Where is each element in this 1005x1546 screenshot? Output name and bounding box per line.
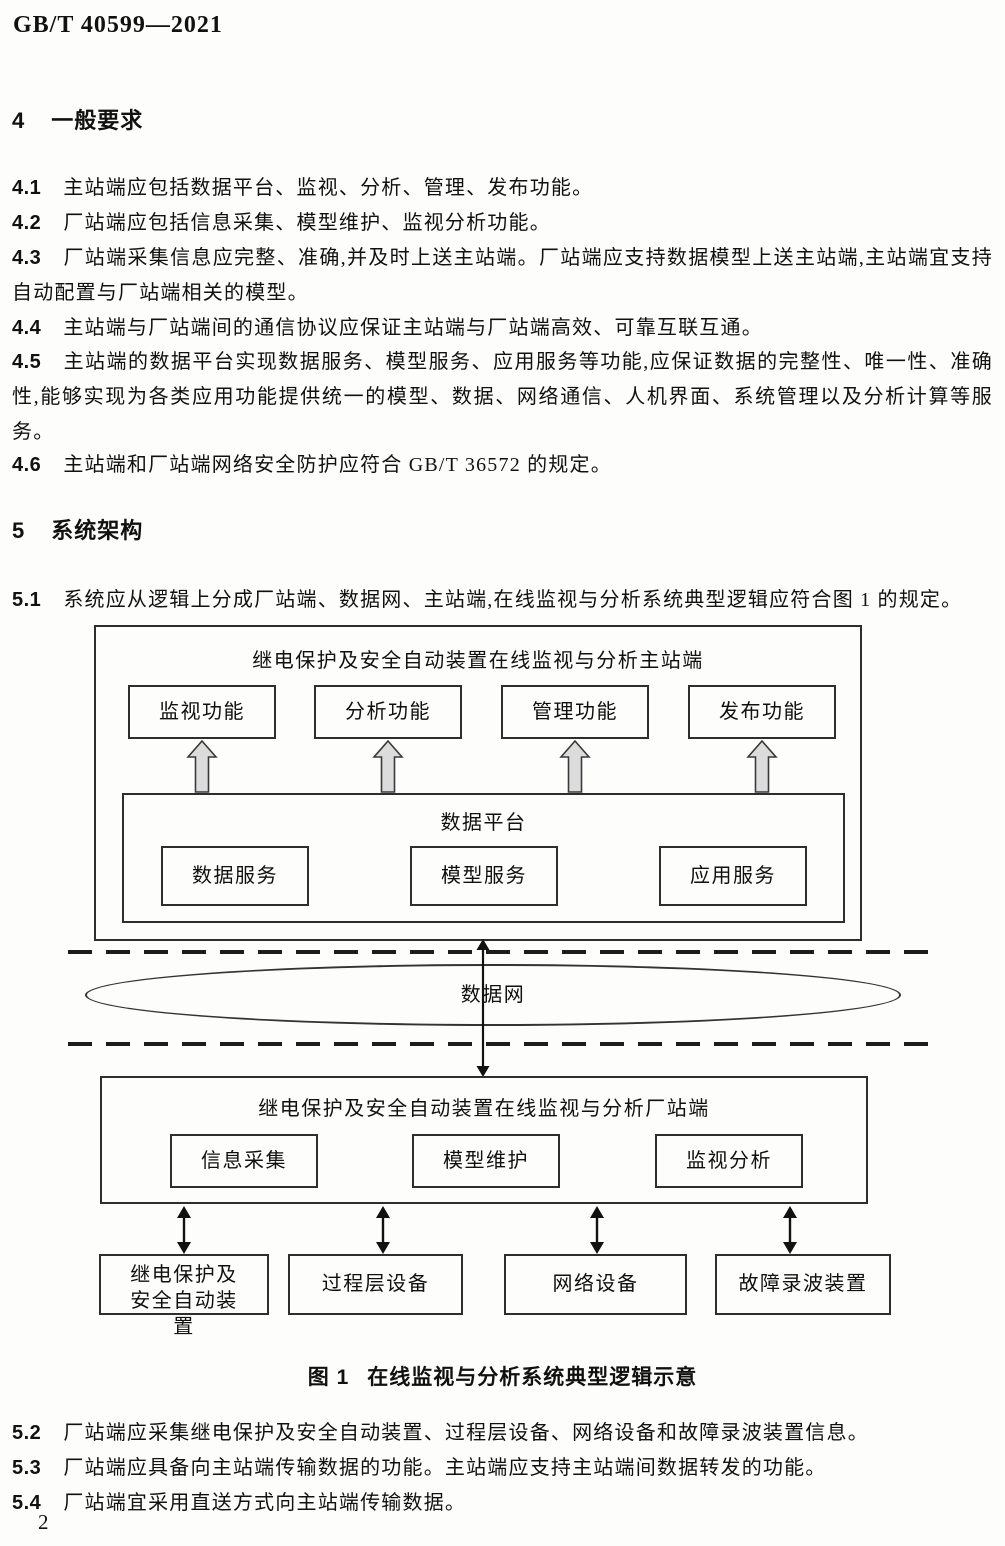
device-box-process-layer: 过程层设备 — [288, 1254, 463, 1315]
device-box-fault-recorder: 故障录波装置 — [715, 1254, 891, 1315]
clause-5-4: 5.4 厂站端宜采用直送方式向主站端传输数据。 — [12, 1486, 993, 1521]
clause-number: 4.6 — [12, 454, 42, 476]
function-box-monitor: 监视功能 — [128, 685, 276, 739]
clause-text: 主站端和厂站端网络安全防护应符合 GB/T 36572 的规定。 — [63, 454, 612, 476]
clause-5-1: 5.1 系统应从逻辑上分成厂站端、数据网、主站端,在线监视与分析系统典型逻辑应符合… — [12, 583, 993, 618]
clause-5-2: 5.2 厂站端应采集继电保护及安全自动装置、过程层设备、网络设备和故障录波装置信息… — [12, 1416, 993, 1451]
box-label: 过程层设备 — [321, 1273, 430, 1295]
standard-number-header: GB/T 40599—2021 — [13, 12, 223, 38]
block-up-arrow-icon — [186, 740, 218, 793]
box-label: 故障录波装置 — [738, 1273, 868, 1295]
clause-5-3: 5.3 厂站端应具备向主站端传输数据的功能。主站端应支持主站端间数据转发的功能。 — [12, 1451, 993, 1486]
clause-4-1: 4.1 主站端应包括数据平台、监视、分析、管理、发布功能。 — [12, 171, 993, 206]
page-number: 2 — [38, 1510, 49, 1534]
data-platform-title: 数据平台 — [440, 812, 527, 834]
figure-caption-label: 图 1 — [307, 1366, 350, 1389]
function-box-publish: 发布功能 — [688, 685, 836, 739]
clause-4-2: 4.2 厂站端应包括信息采集、模型维护、监视分析功能。 — [12, 206, 993, 241]
box-label: 管理功能 — [532, 701, 618, 723]
section-number: 5 — [12, 518, 26, 543]
clause-4-6: 4.6 主站端和厂站端网络安全防护应符合 GB/T 36572 的规定。 — [12, 448, 993, 483]
clause-number: 5.3 — [12, 1457, 42, 1479]
master-station-title: 继电保护及安全自动装置在线监视与分析主站端 — [252, 650, 704, 672]
section-title: 一般要求 — [51, 108, 144, 133]
clause-number: 4.2 — [12, 212, 42, 234]
clause-text: 主站端与厂站端间的通信协议应保证主站端与厂站端高效、可靠互联互通。 — [63, 317, 763, 339]
service-box-model: 模型服务 — [410, 846, 558, 906]
section-5-heading: 5 系统架构 — [12, 513, 993, 545]
data-network-ellipse — [85, 964, 901, 1026]
block-up-arrow-icon — [559, 740, 591, 793]
double-arrow-icon — [783, 1206, 797, 1254]
clause-number: 4.3 — [12, 247, 42, 269]
clause-number: 4.5 — [12, 351, 42, 373]
device-box-network: 网络设备 — [504, 1254, 687, 1315]
box-label: 应用服务 — [690, 865, 776, 887]
station-function-box-collect: 信息采集 — [170, 1134, 318, 1188]
clause-text: 厂站端应包括信息采集、模型维护、监视分析功能。 — [63, 212, 551, 234]
double-arrow-icon — [590, 1206, 604, 1254]
station-function-box-monitor: 监视分析 — [655, 1134, 803, 1188]
clause-text: 主站端的数据平台实现数据服务、模型服务、应用服务等功能,应保证数据的完整性、唯一… — [12, 351, 993, 443]
clause-number: 5.1 — [12, 589, 42, 611]
box-label: 数据服务 — [192, 865, 278, 887]
clause-number: 4.4 — [12, 317, 42, 339]
function-box-management: 管理功能 — [501, 685, 649, 739]
clause-text: 主站端应包括数据平台、监视、分析、管理、发布功能。 — [63, 177, 594, 199]
double-arrow-vertical-icon — [476, 939, 490, 1077]
box-label: 模型维护 — [443, 1150, 529, 1172]
clause-number: 4.1 — [12, 177, 42, 199]
section-number: 4 — [12, 108, 26, 133]
box-label: 分析功能 — [345, 701, 431, 723]
boundary-dashed-line-upper — [68, 950, 936, 954]
figure-caption-title: 在线监视与分析系统典型逻辑示意 — [367, 1366, 698, 1389]
box-label: 模型服务 — [441, 865, 527, 887]
station-function-box-model: 模型维护 — [412, 1134, 560, 1188]
box-label: 监视分析 — [686, 1150, 772, 1172]
station-side-title: 继电保护及安全自动装置在线监视与分析厂站端 — [258, 1098, 710, 1120]
boundary-dashed-line-lower — [68, 1042, 936, 1046]
box-label: 发布功能 — [719, 701, 805, 723]
device-box-protection-device: 继电保护及安全自动装置 — [99, 1254, 269, 1338]
clause-number: 5.2 — [12, 1422, 42, 1444]
clause-text: 厂站端采集信息应完整、准确,并及时上送主站端。厂站端应支持数据模型上送主站端,主… — [12, 247, 993, 304]
box-label: 监视功能 — [159, 701, 245, 723]
clause-text: 系统应从逻辑上分成厂站端、数据网、主站端,在线监视与分析系统典型逻辑应符合图 1… — [63, 589, 963, 611]
function-box-analysis: 分析功能 — [314, 685, 462, 739]
clause-text: 厂站端应采集继电保护及安全自动装置、过程层设备、网络设备和故障录波装置信息。 — [63, 1422, 869, 1444]
clause-4-4: 4.4 主站端与厂站端间的通信协议应保证主站端与厂站端高效、可靠互联互通。 — [12, 311, 993, 346]
clause-text: 厂站端宜采用直送方式向主站端传输数据。 — [63, 1492, 467, 1514]
double-arrow-icon — [177, 1206, 191, 1254]
box-label: 信息采集 — [201, 1150, 287, 1172]
service-box-application: 应用服务 — [659, 846, 807, 906]
data-network-label: 数据网 — [460, 984, 526, 1006]
block-up-arrow-icon — [372, 740, 404, 793]
clause-number: 5.4 — [12, 1492, 42, 1514]
section-title: 系统架构 — [51, 518, 144, 543]
section-4-heading: 4 一般要求 — [12, 103, 993, 135]
clause-text: 厂站端应具备向主站端传输数据的功能。主站端应支持主站端间数据转发的功能。 — [63, 1457, 827, 1479]
service-box-data: 数据服务 — [161, 846, 309, 906]
figure-caption: 图 1 在线监视与分析系统典型逻辑示意 — [0, 1361, 1005, 1391]
block-up-arrow-icon — [746, 740, 778, 793]
box-label: 继电保护及安全自动装置 — [130, 1264, 238, 1338]
box-label: 网络设备 — [552, 1273, 639, 1295]
double-arrow-icon — [376, 1206, 390, 1254]
